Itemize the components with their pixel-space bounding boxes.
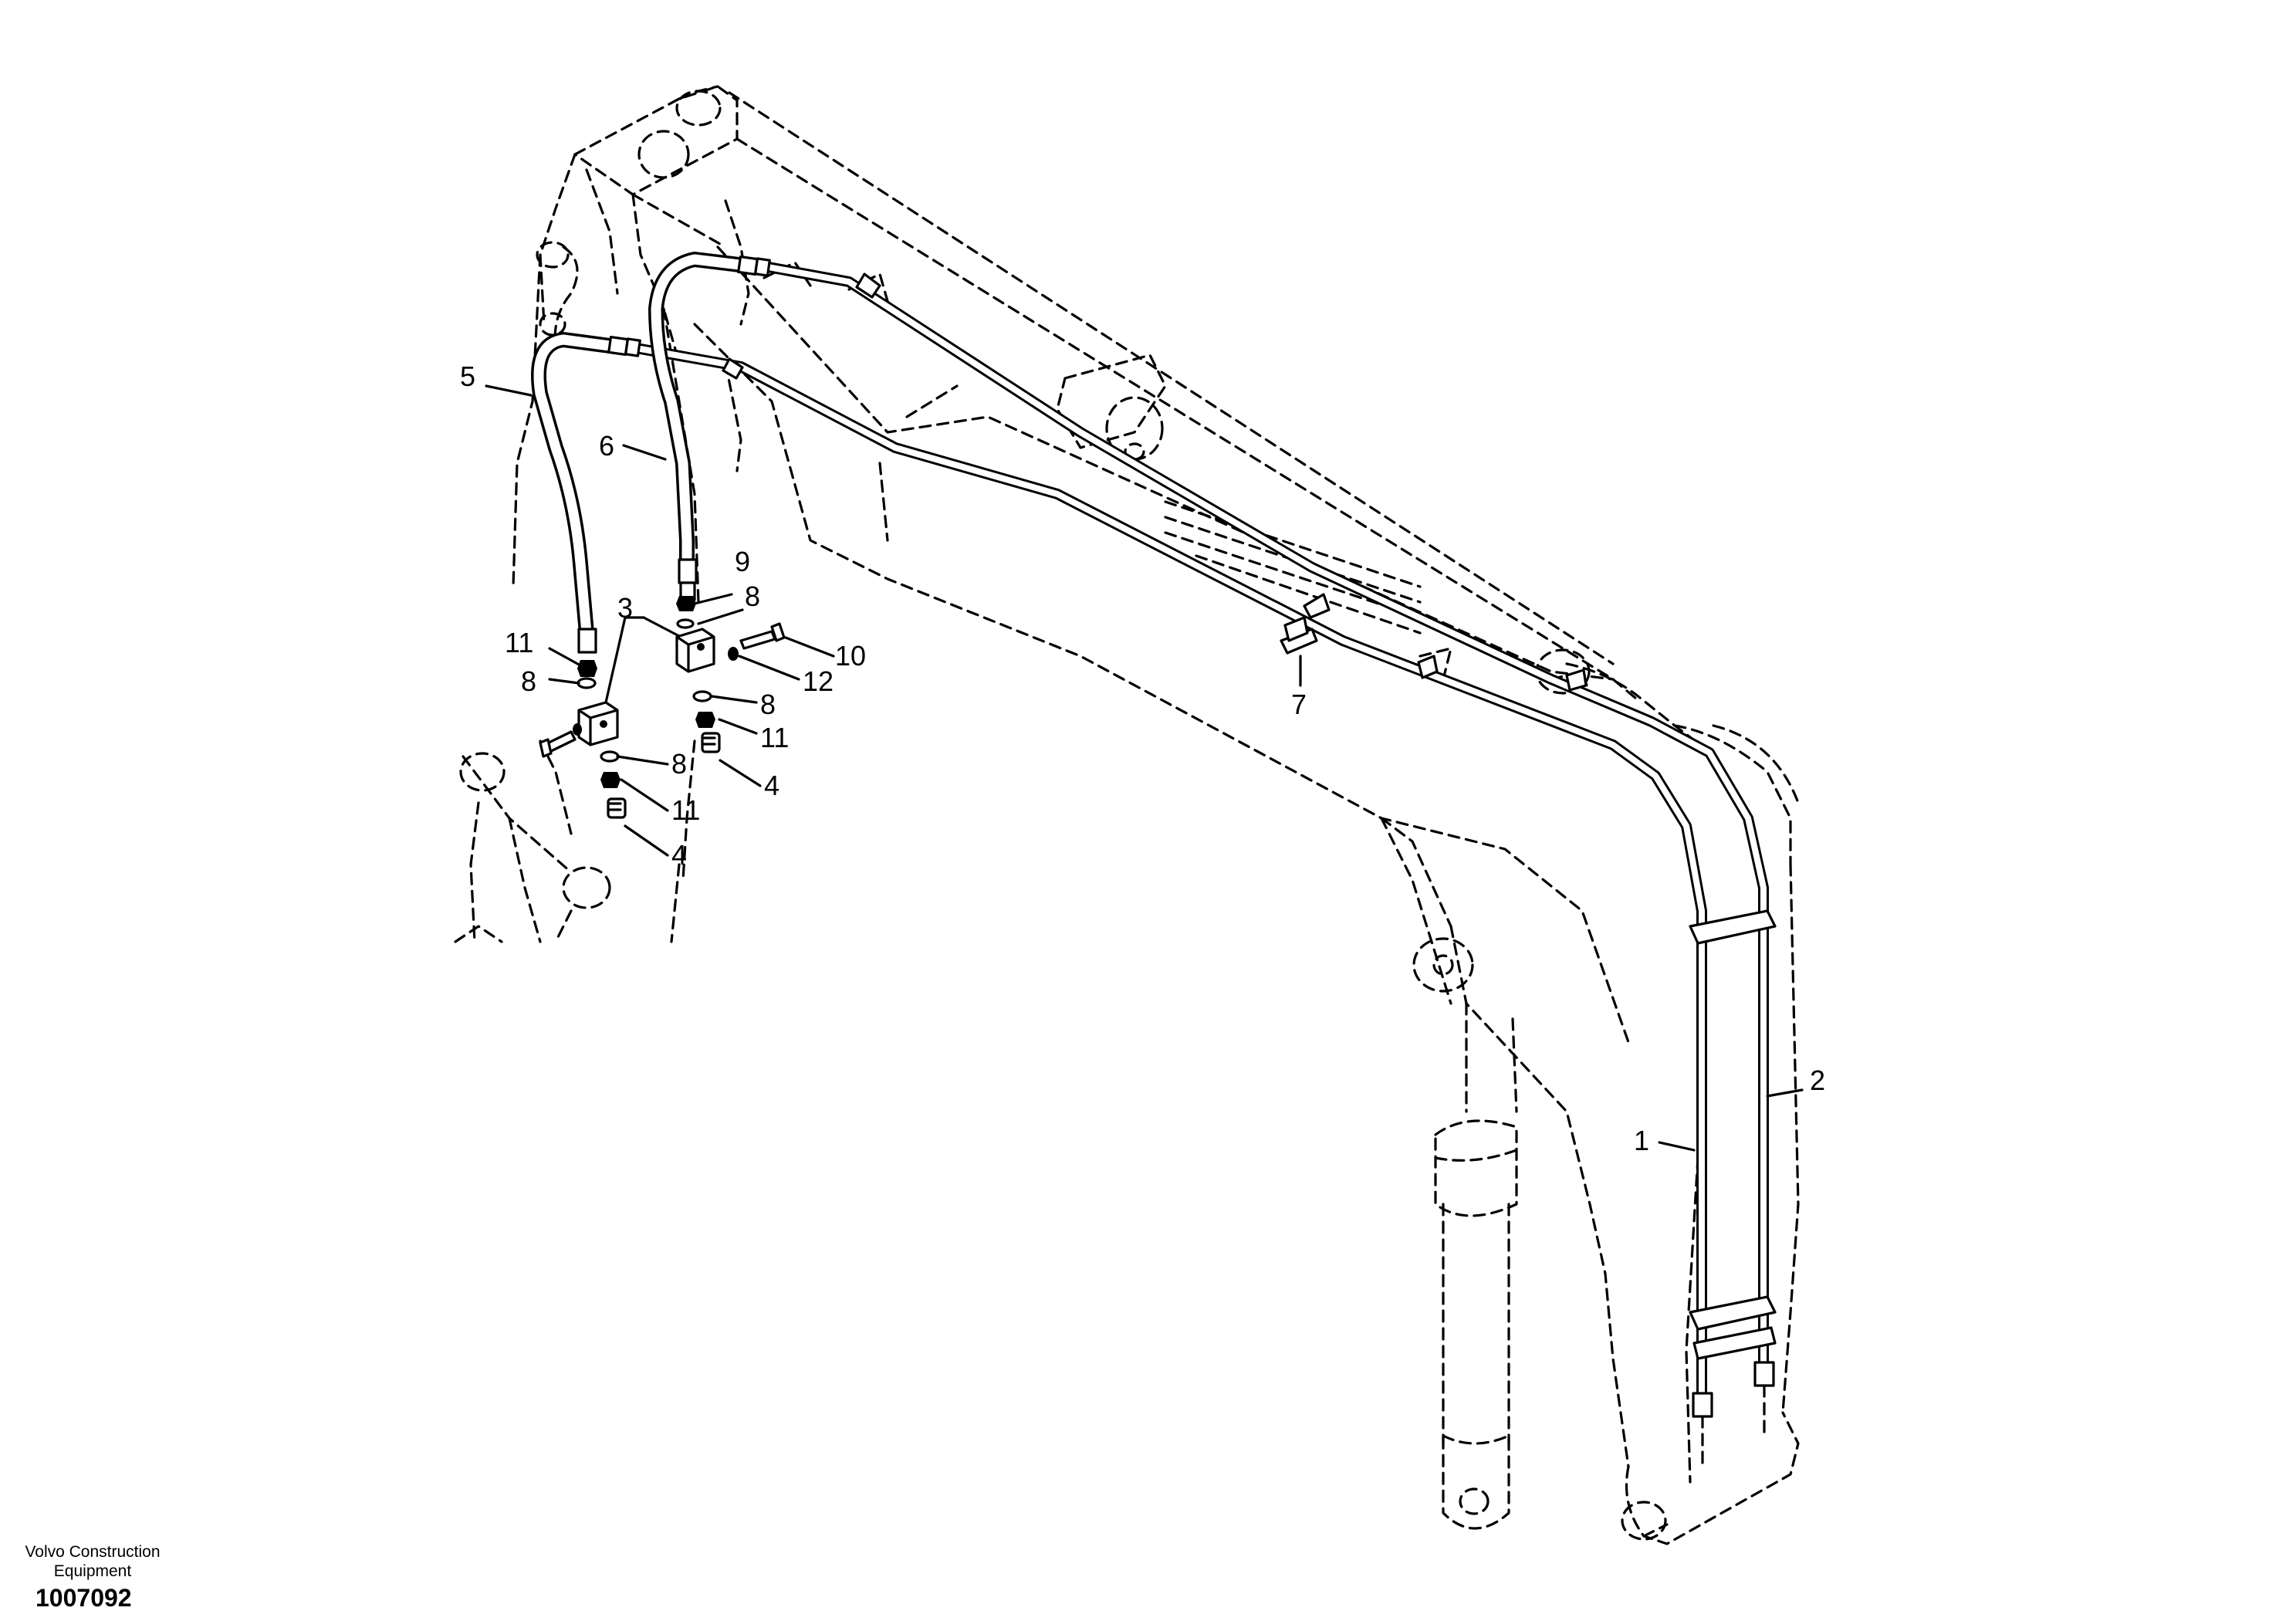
leader-lines [485, 384, 1804, 1152]
boom-outline [454, 85, 1800, 1545]
callout-11b: 11 [760, 722, 789, 753]
brand-caption: Volvo Construction Equipment [0, 1542, 185, 1581]
document-number: 1007092 [36, 1584, 132, 1612]
callout-11c: 11 [671, 794, 700, 826]
pipe-1 [635, 343, 1707, 1410]
hose-5 [531, 332, 617, 641]
callout-1: 1 [1634, 1125, 1649, 1156]
callout-labels: 1 2 3 4 4 5 6 7 8 8 8 8 9 10 11 11 11 12 [460, 360, 1825, 1156]
callout-2: 2 [1810, 1064, 1825, 1096]
callout-3: 3 [617, 592, 633, 624]
callout-8b: 8 [521, 665, 536, 697]
hose-6 [648, 252, 747, 567]
callout-8a: 8 [745, 580, 760, 612]
exploded-parts [539, 596, 1309, 819]
callout-8d: 8 [671, 748, 687, 780]
brand-line-1: Volvo Construction [25, 1543, 161, 1561]
callout-4b: 4 [671, 839, 687, 871]
callout-4a: 4 [764, 770, 779, 801]
pipe-clamps [722, 272, 1777, 1360]
callout-10: 10 [835, 640, 866, 672]
callout-12: 12 [803, 665, 834, 697]
callout-7: 7 [1291, 689, 1307, 720]
callout-9: 9 [735, 546, 750, 577]
callout-11a: 11 [505, 627, 533, 658]
callout-5: 5 [460, 360, 475, 392]
pipe-2 [759, 261, 1769, 1379]
callout-8c: 8 [760, 689, 776, 720]
hose-fittings [577, 255, 771, 654]
callout-6: 6 [599, 430, 614, 462]
pipe-end-fittings [1692, 1361, 1775, 1468]
brand-line-2: Equipment [53, 1562, 132, 1580]
